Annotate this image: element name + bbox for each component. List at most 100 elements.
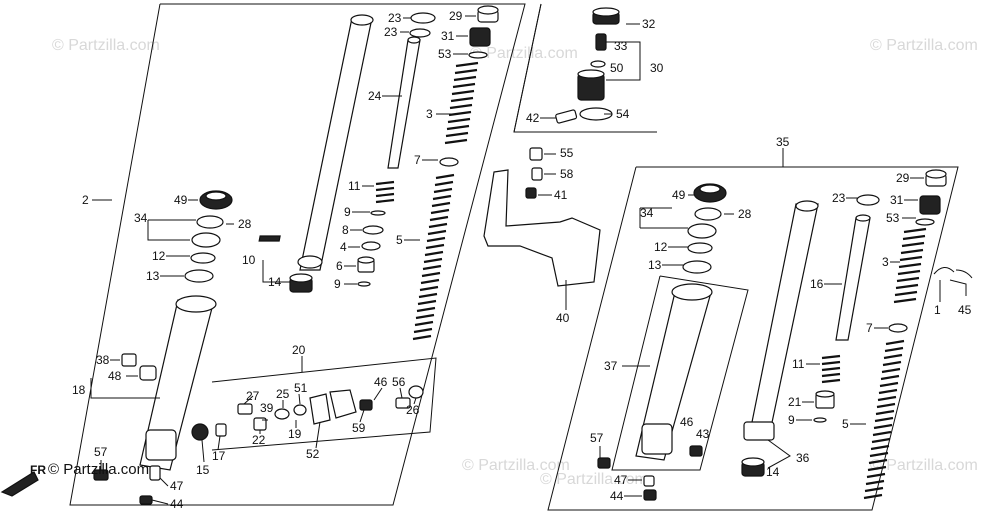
callout: 20 [292,343,306,357]
callout: 5 [396,233,403,247]
callout: 31 [441,29,455,43]
callout: 51 [294,381,308,395]
damper-rod-left [387,36,421,169]
bolt-43 [689,445,703,457]
spacer-7-left [439,157,459,167]
brand-label: © Partzilla.com [48,461,149,478]
callout: 23 [384,25,398,39]
bolt-41 [525,187,537,199]
callout: 23 [388,11,402,25]
callout: 12 [152,249,166,263]
o-ring-53-right [915,218,935,226]
callout: 52 [306,447,320,461]
valve-33 [595,33,607,51]
callout: 13 [146,269,160,283]
nut-15 [191,423,209,441]
callout: 34 [134,211,148,225]
bracket-18 [90,378,160,399]
callout: 29 [896,171,910,185]
bolt-44-left [139,495,153,505]
callout: 55 [560,146,574,160]
bushing-13-right [682,260,712,274]
damper-rod-right [835,214,871,341]
watermark: © Partzilla.com [540,471,648,488]
fork-slider-right [635,283,713,461]
rebound-spring-11-right [821,354,841,384]
callout: 47 [614,473,628,487]
leader-lines [92,15,924,505]
bolt-44-right [643,489,657,501]
bracket-30 [606,41,641,81]
callout: 35 [776,135,790,149]
dust-seal-49-left [199,190,233,210]
bushing-13-left [184,269,214,283]
caliper-bracket-frame [211,357,437,451]
watermark: © Partzilla.com [870,457,978,474]
fork-tube-right [743,200,819,441]
fork-cap-29 [477,5,499,23]
clip-9-right [813,417,827,423]
right-assembly-frame [547,166,959,511]
caliper-bracket-20 [237,385,424,431]
o-ring-53 [468,51,488,59]
callout: 57 [94,445,108,459]
fork-spring-3-right [893,227,927,304]
callout: 16 [810,277,824,291]
fork-slider-frame [611,275,749,471]
callout: 9 [344,205,351,219]
callout: 5 [842,417,849,431]
callout: 44 [610,489,624,503]
callout: 36 [796,451,810,465]
plug-48 [139,365,157,381]
fork-bolt-31 [469,27,491,47]
bushing-14-right [741,457,765,477]
piston-6 [357,256,375,273]
callout: 58 [560,167,574,181]
callout: 2 [82,193,89,207]
callout: 49 [672,188,686,202]
callout: 14 [766,465,780,479]
callout: 56 [392,375,406,389]
callout: 42 [526,111,540,125]
watermark: © Partzilla.com [462,457,570,474]
dust-seal-49-right [693,183,727,203]
bolt-55 [529,147,543,161]
callout: 21 [788,395,802,409]
washer-23 [410,12,436,24]
ring-8 [362,225,384,235]
callout: 45 [958,303,972,317]
callout: 46 [374,375,388,389]
oil-seal-34-left [191,232,221,248]
callout: 6 [336,259,343,273]
washer-42 [555,109,578,124]
callout: 57 [590,431,604,445]
callout: 12 [654,240,668,254]
callout: 26 [406,403,420,417]
bracket-36 [767,439,791,469]
bolt-17 [215,423,227,437]
watermark: © Partzilla.com [870,37,978,54]
clip-28-right [694,207,722,221]
front-direction-arrow: FR [0,463,46,497]
callout: 31 [890,193,904,207]
bolt-47-right [643,475,655,487]
leader-45 [949,279,967,296]
callout: 50 [610,61,624,75]
callout: 7 [414,153,421,167]
callout: 34 [640,206,654,220]
callout: 3 [426,107,433,121]
callout: 28 [238,217,252,231]
callout: 37 [604,359,618,373]
piston-21 [815,390,835,409]
bolt-58 [531,167,543,181]
callout: 7 [866,321,873,335]
fork-brace-40 [483,169,601,287]
bushing-14-left [289,273,313,293]
callout: 9 [788,413,795,427]
callout: 10 [242,253,256,267]
oil-seal-34-right [687,223,717,239]
callout: 59 [352,421,366,435]
air-valve-30 [577,69,605,101]
